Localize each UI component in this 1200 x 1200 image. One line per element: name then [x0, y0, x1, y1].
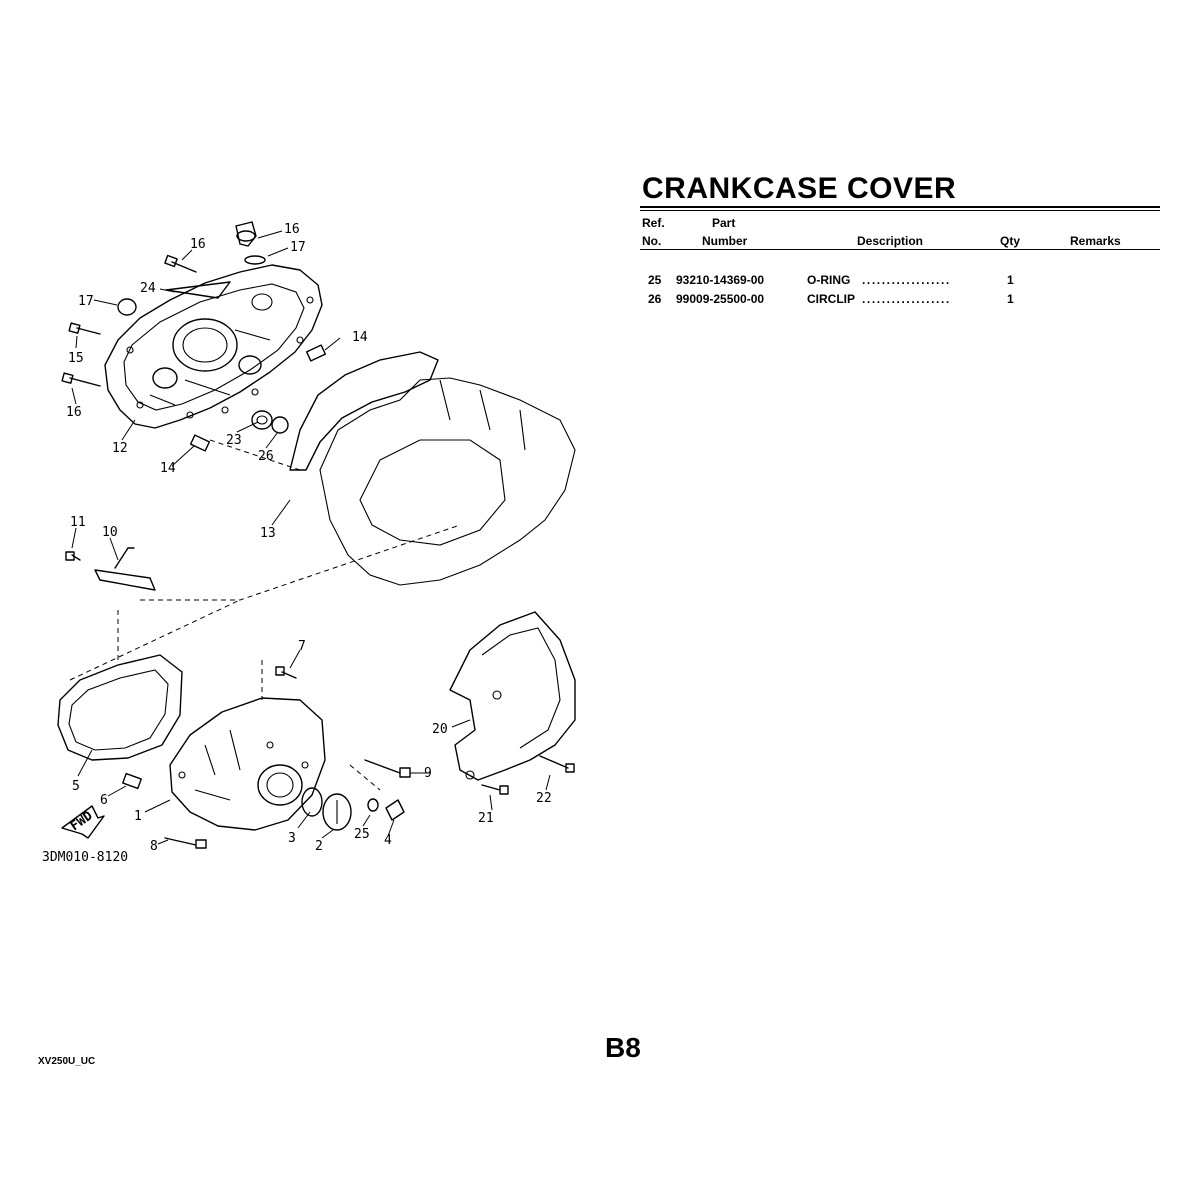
- diagram-code: 3DM010-8120: [42, 850, 128, 865]
- page-number: B8: [605, 1032, 641, 1063]
- callout-13: 13: [260, 526, 276, 541]
- table-row: 25 93210-14369-00 O-RING ...............…: [640, 273, 1160, 291]
- callout-22: 22: [536, 791, 552, 806]
- exploded-parts-diagram: FWD 16 17 16 24 17 14 15 16 12 23 26 14 …: [42, 221, 576, 865]
- model-code: XV250U_UC: [38, 1056, 96, 1067]
- header-remarks: Remarks: [1070, 234, 1121, 248]
- lever-bolt-drawing: [65, 547, 156, 591]
- callout-7: 7: [298, 639, 306, 654]
- callout-3: 3: [288, 831, 296, 846]
- row-ref: 26: [648, 292, 662, 306]
- callout-11: 11: [70, 515, 86, 530]
- upper-bolts-drawing: [61, 254, 231, 387]
- sprocket-cover-drawing: [449, 611, 576, 795]
- callout-12: 12: [112, 441, 128, 456]
- row-leader-dots: ..................: [862, 292, 951, 306]
- callout-numbers: 16 17 16 24 17 14 15 16 12 23 26 14 13 1…: [66, 222, 552, 854]
- row-part-number: 93210-14369-00: [676, 273, 765, 287]
- leader-lines: [71, 230, 551, 845]
- crankcase-cover-upper-drawing: [104, 264, 323, 429]
- crankcase-cover-lower-drawing: [169, 697, 326, 831]
- fwd-arrow: FWD: [61, 805, 105, 839]
- title-rule-thin: [640, 210, 1160, 211]
- header-description: Description: [857, 234, 924, 248]
- callout-9: 9: [424, 766, 432, 781]
- callout-23: 23: [226, 433, 242, 448]
- callout-10: 10: [102, 525, 118, 540]
- lower-small-parts-drawing: [122, 666, 411, 849]
- header-qty: Qty: [1000, 234, 1021, 248]
- callout-21: 21: [478, 811, 494, 826]
- row-description: CIRCLIP: [807, 292, 855, 306]
- header-part-line1: Part: [712, 216, 736, 230]
- callout-18: 16: [284, 222, 300, 237]
- table-row: 26 99009-25500-00 CIRCLIP ..............…: [640, 292, 1160, 310]
- callout-16-top: 16: [190, 237, 206, 252]
- header-rule: [640, 249, 1160, 250]
- callout-8: 8: [150, 839, 158, 854]
- callout-24: 24: [140, 281, 156, 296]
- row-qty: 1: [1007, 273, 1014, 287]
- row-description: O-RING: [807, 273, 851, 287]
- callout-26: 26: [258, 449, 274, 464]
- callout-19: 17: [290, 240, 306, 255]
- row-leader-dots: ..................: [862, 273, 951, 287]
- callout-16-left: 16: [66, 405, 82, 420]
- lower-gasket-drawing: [57, 654, 183, 761]
- callout-5: 5: [72, 779, 80, 794]
- callout-20: 20: [432, 722, 448, 737]
- callout-1: 1: [134, 809, 142, 824]
- dowels-and-seals-drawing: [189, 344, 327, 452]
- reference-lines: [69, 439, 461, 791]
- callout-4: 4: [384, 833, 392, 848]
- row-ref: 25: [648, 273, 662, 287]
- callout-15: 15: [68, 351, 84, 366]
- callout-14-right: 14: [352, 330, 368, 345]
- row-part-number: 99009-25500-00: [676, 292, 765, 306]
- header-ref-line1: Ref.: [642, 216, 665, 230]
- engine-outline-drawing: [319, 377, 576, 586]
- row-qty: 1: [1007, 292, 1014, 306]
- page-title: CRANKCASE COVER: [642, 172, 957, 205]
- header-part-line2: Number: [702, 234, 748, 248]
- header-ref-line2: No.: [642, 234, 662, 248]
- title-rule-thick: [640, 206, 1160, 208]
- crankcase-gasket-drawing: [289, 351, 439, 471]
- callout-14-left: 14: [160, 461, 176, 476]
- callout-2: 2: [315, 839, 323, 854]
- callout-17: 17: [78, 294, 94, 309]
- oil-filler-cap-drawing: [235, 221, 266, 265]
- callout-25: 25: [354, 827, 370, 842]
- callout-6: 6: [100, 793, 108, 808]
